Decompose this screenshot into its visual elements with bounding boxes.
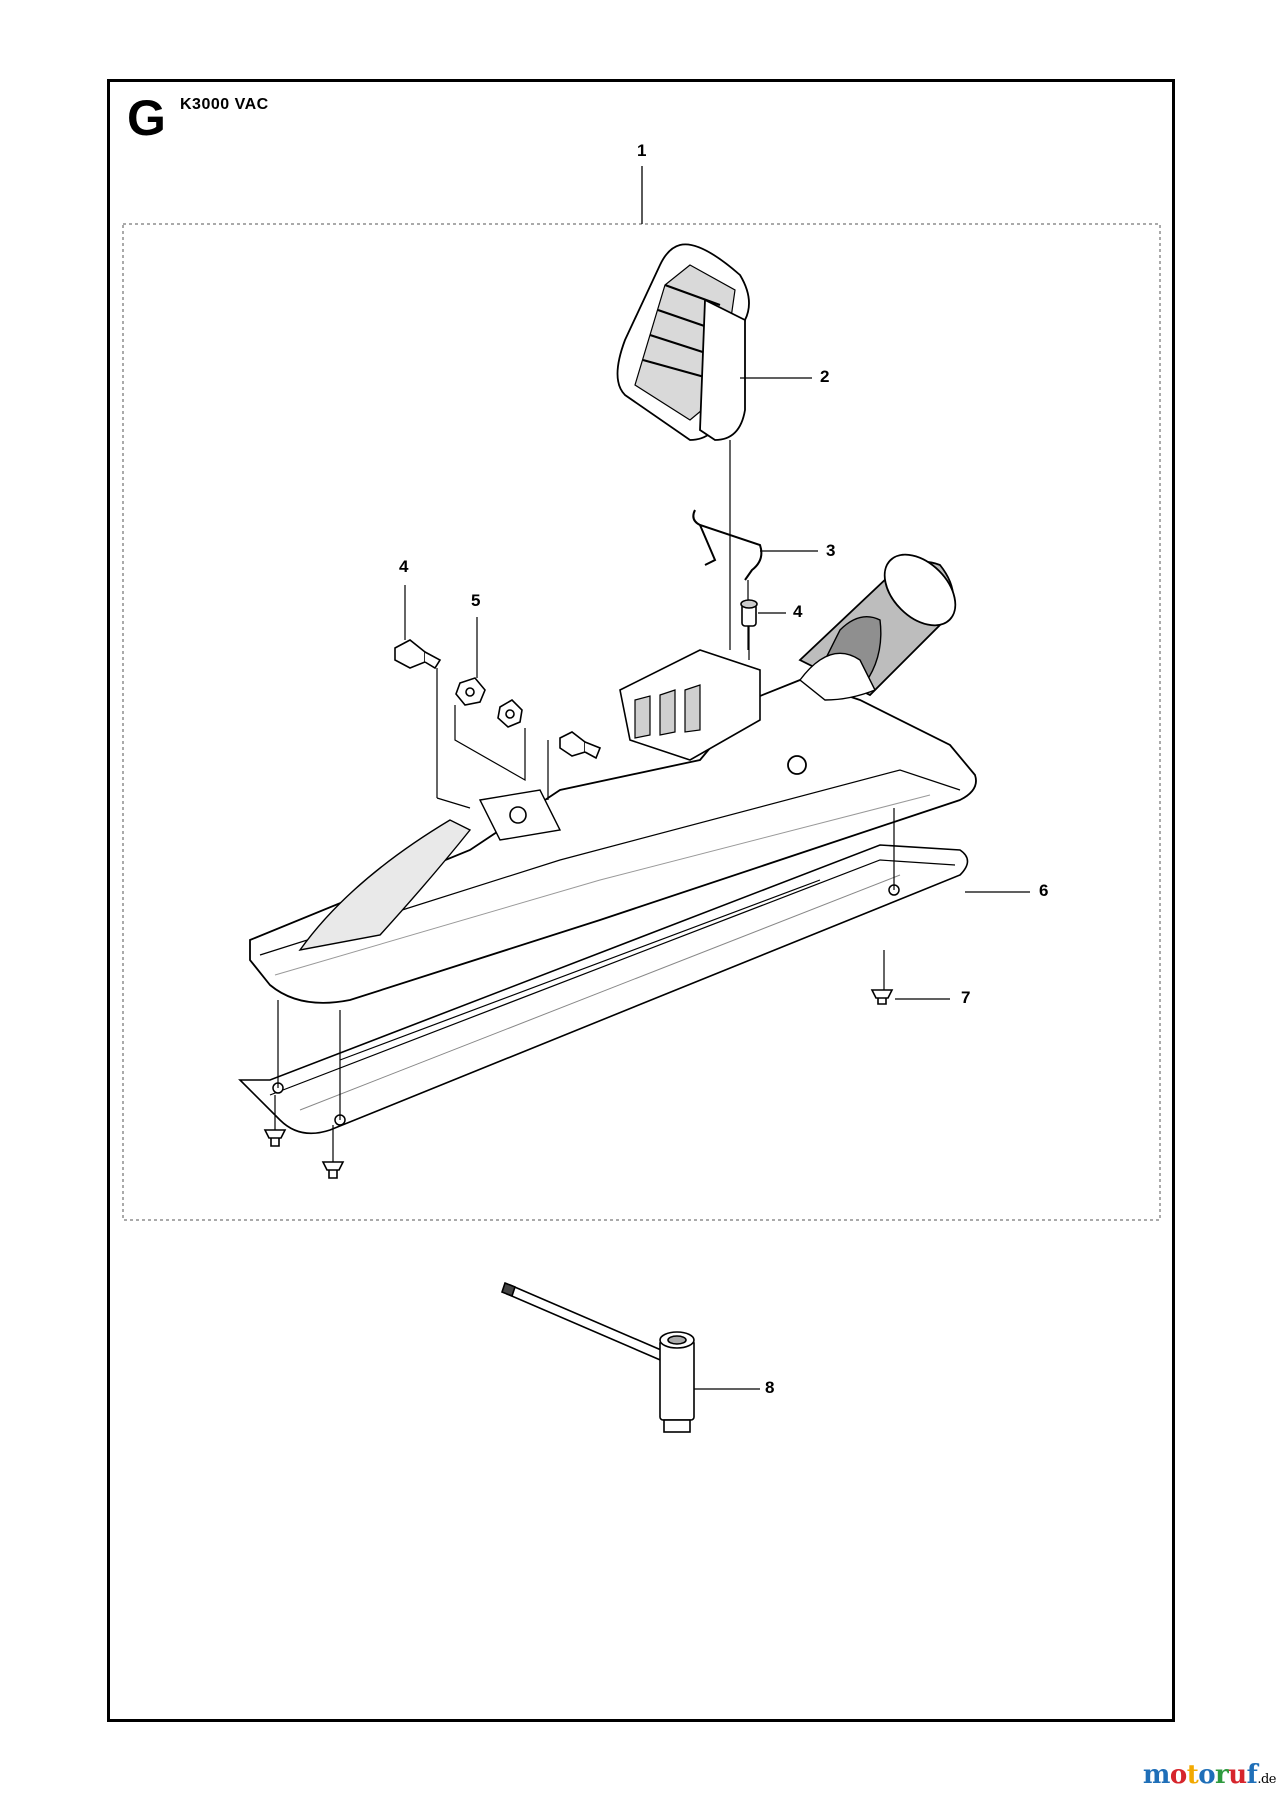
- watermark-letter: o: [1169, 1760, 1187, 1790]
- watermark-tld: .de: [1257, 1772, 1276, 1787]
- watermark-letter: o: [1198, 1760, 1216, 1790]
- watermark-letter: r: [1215, 1760, 1229, 1790]
- callout-4b: 4: [793, 602, 803, 621]
- section-letter: G: [127, 90, 166, 146]
- model-title: K3000 VAC: [180, 96, 269, 113]
- spring-part: [692, 509, 763, 581]
- countersunk-screw-part: [263, 989, 894, 1179]
- screw-part: [559, 731, 602, 760]
- guide-line-5: [454, 705, 526, 782]
- callout-1: 1: [637, 141, 647, 160]
- body-screw-hole: [509, 806, 527, 824]
- callout-8: 8: [765, 1378, 775, 1397]
- body-screw-hole: [787, 755, 807, 775]
- guide-rail-part: [238, 844, 969, 1135]
- callout-6: 6: [1039, 881, 1049, 900]
- combination-wrench-part: [501, 1281, 695, 1433]
- watermark-letter: f: [1246, 1760, 1258, 1790]
- watermark-letter: u: [1228, 1760, 1247, 1790]
- callout-3: 3: [826, 541, 836, 560]
- watermark-letter: t: [1186, 1760, 1199, 1790]
- diagram-frame: [107, 79, 1175, 1722]
- handle-cover-part: [616, 243, 750, 441]
- nut-part: [455, 677, 523, 728]
- callout-2: 2: [820, 367, 830, 386]
- guide-line-4a-h: [436, 797, 471, 809]
- screw-part: [740, 599, 758, 627]
- motoruf-watermark-logo: motoruf.de: [1142, 1760, 1277, 1790]
- callout-7: 7: [961, 988, 971, 1007]
- callout-4a: 4: [399, 557, 409, 576]
- callout-5: 5: [471, 591, 481, 610]
- vacuum-outlet-part: [798, 553, 957, 701]
- screw-part: [394, 639, 442, 670]
- watermark-letter: m: [1142, 1760, 1171, 1790]
- latch-part: [619, 649, 761, 761]
